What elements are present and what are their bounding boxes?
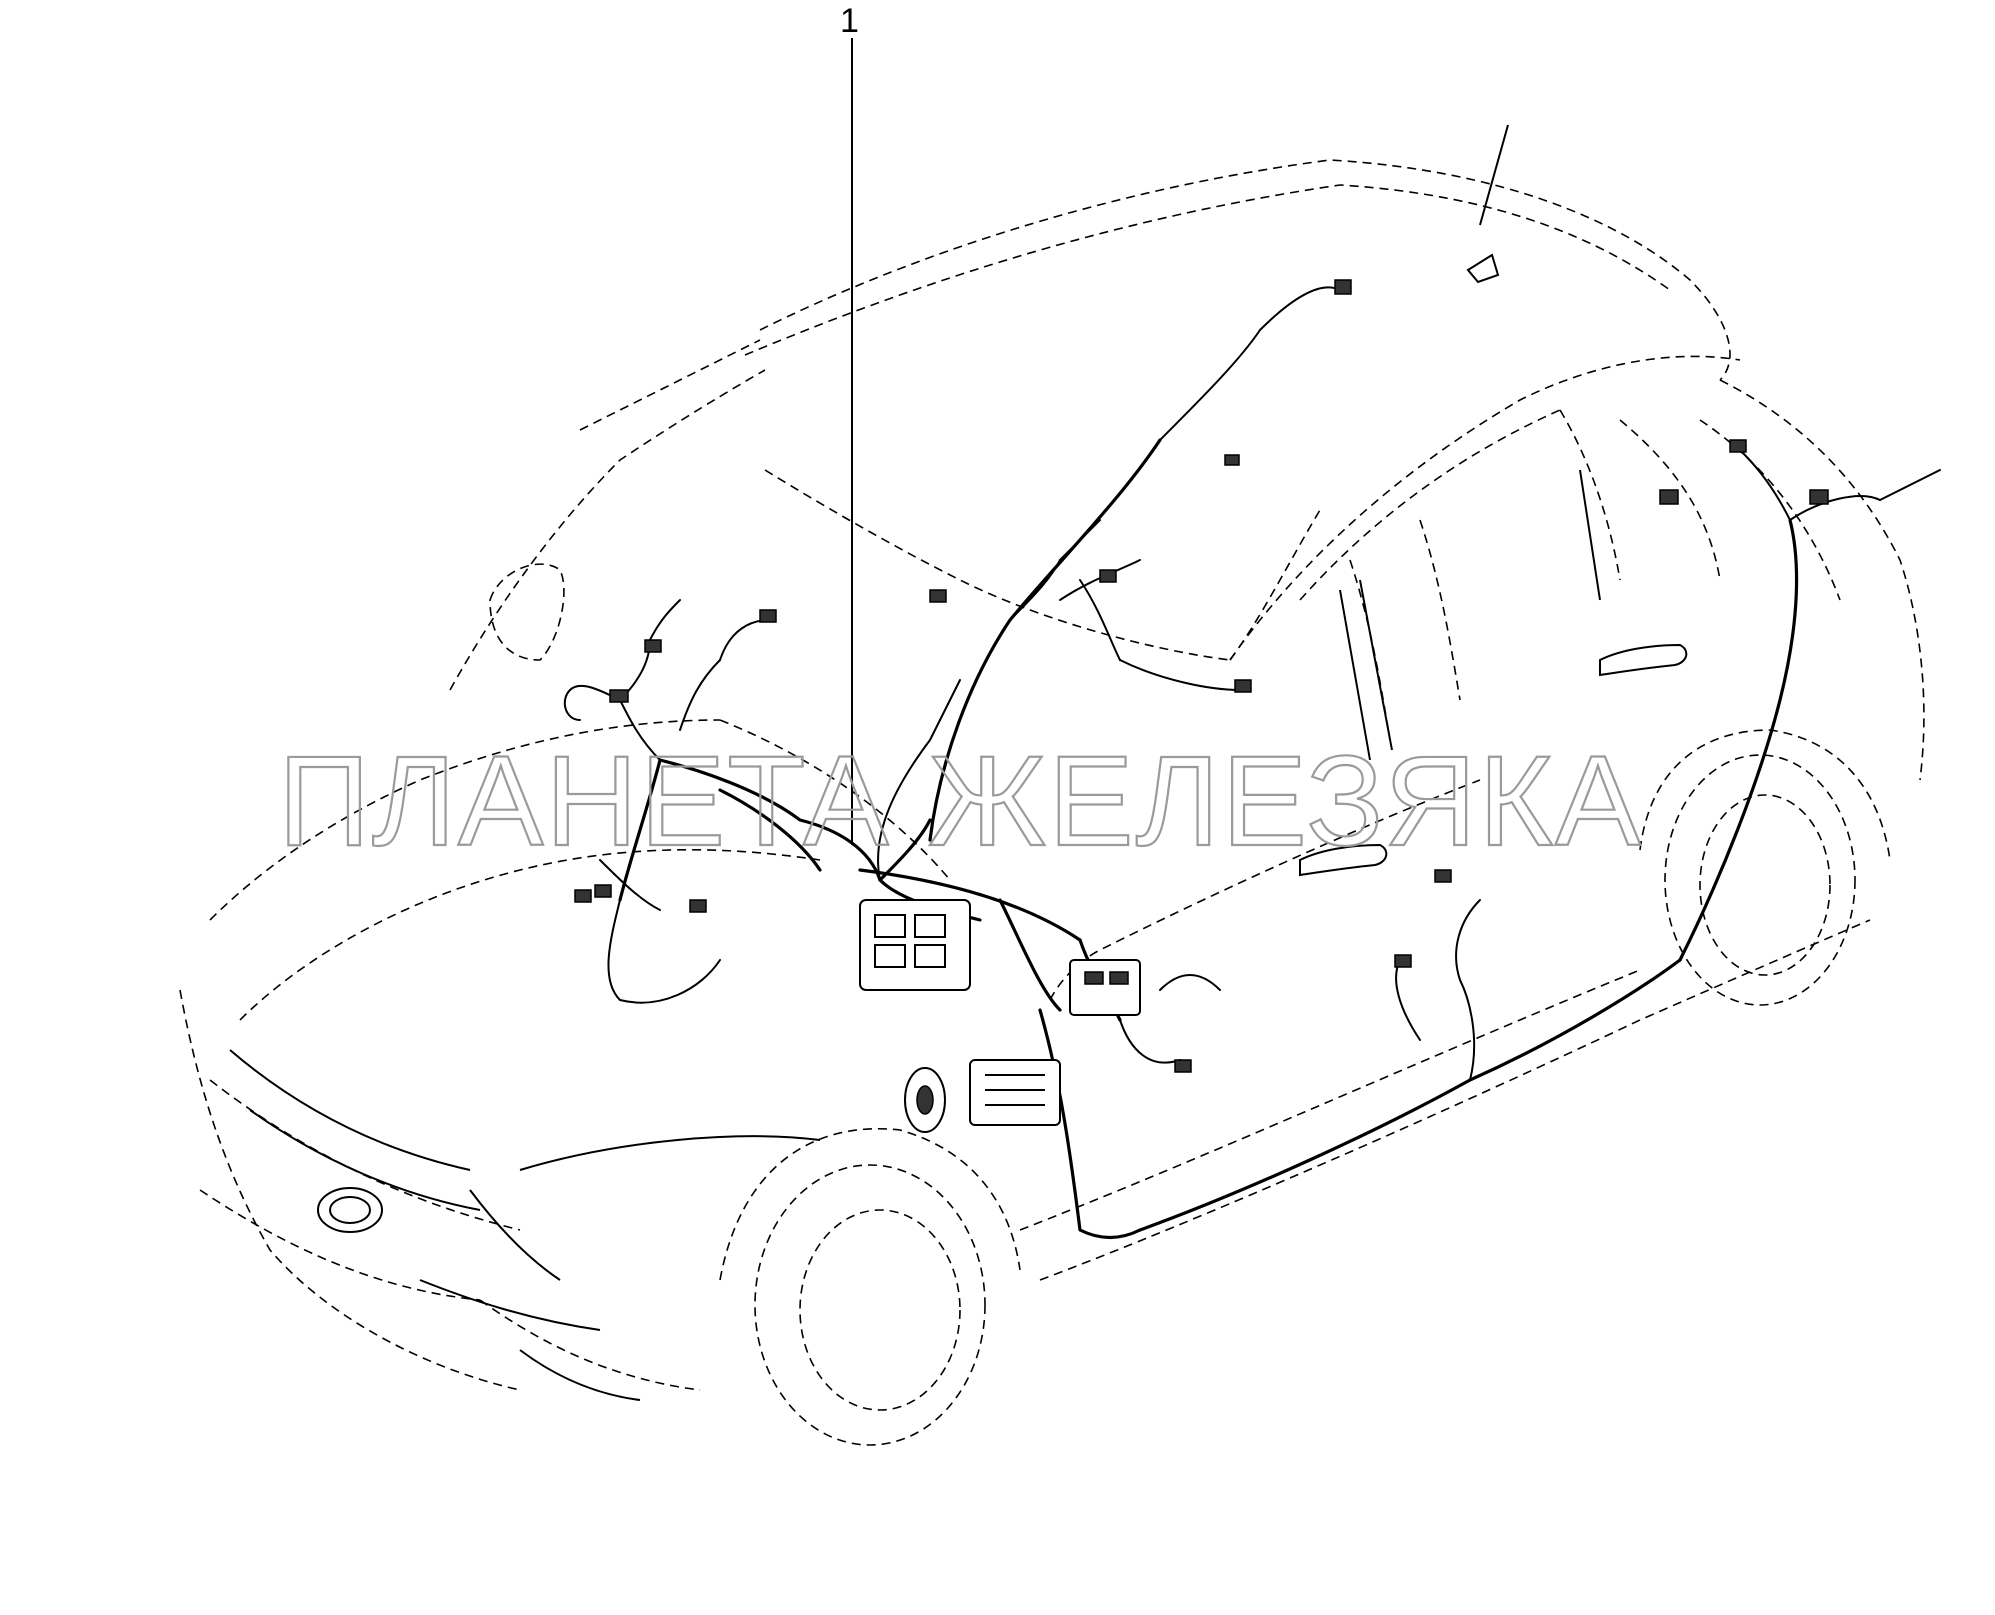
connector-headlamp-left <box>574 889 592 903</box>
connector-engine-4 <box>929 589 947 603</box>
connector-wiper <box>1099 569 1117 583</box>
connector-rear-tail <box>1729 439 1747 453</box>
brand-logo <box>317 1187 383 1233</box>
connector-engine-3 <box>759 609 777 623</box>
connector-door-rear <box>1394 954 1412 968</box>
harness-components <box>574 279 1829 1133</box>
connector-roof-light <box>1334 279 1352 295</box>
connector-front-left <box>609 689 629 703</box>
connector-engine-1 <box>644 639 662 653</box>
connector-rear-right <box>1809 489 1829 505</box>
connector-front-sensor <box>594 884 612 898</box>
connector-dash-2 <box>1174 1059 1192 1073</box>
instrument-connector-block <box>1069 959 1141 1016</box>
connector-roof-mid <box>1224 454 1240 466</box>
watermark: ПЛАНЕТА ЖЕЛЕЗЯКА <box>278 730 1642 873</box>
fuse-box <box>859 899 971 991</box>
control-unit <box>969 1059 1061 1126</box>
wiring-harness <box>563 286 1941 1240</box>
connector-engine-2 <box>689 899 707 913</box>
connector-rear-left <box>1659 489 1679 505</box>
car-body-details <box>229 124 1688 1401</box>
connector-dash-1 <box>1234 679 1252 693</box>
steering-column-connector <box>904 1067 946 1133</box>
connector-door-front <box>1434 869 1452 883</box>
callout-1: 1 <box>840 2 859 845</box>
callout-number: 1 <box>840 2 859 40</box>
